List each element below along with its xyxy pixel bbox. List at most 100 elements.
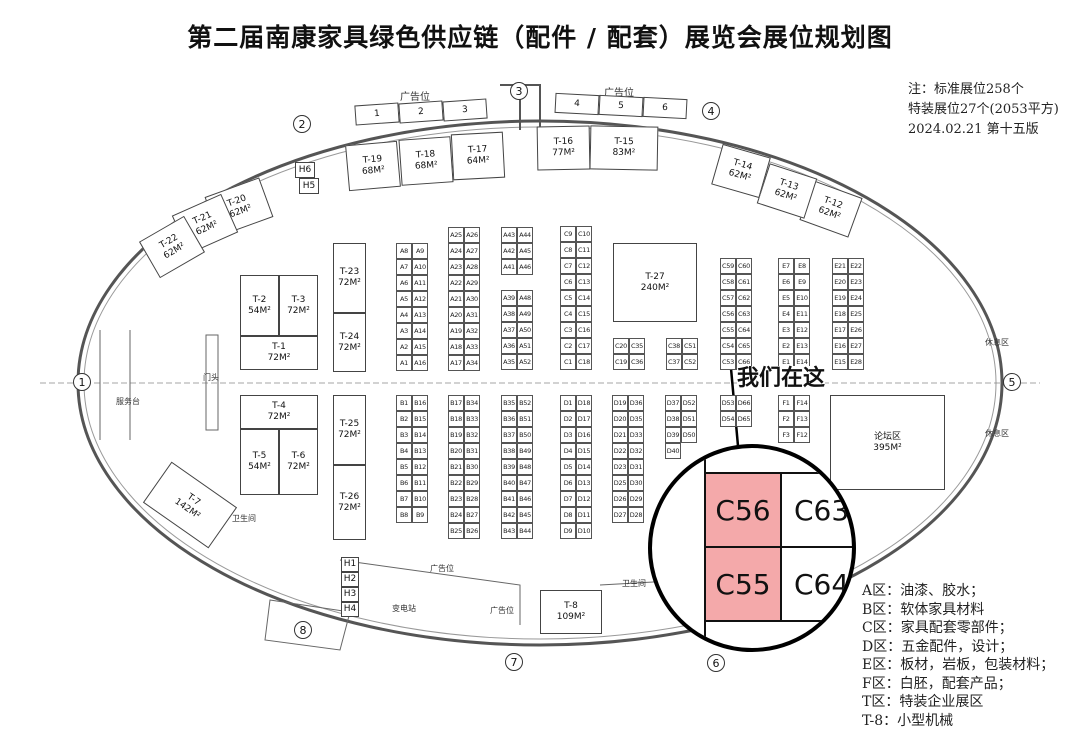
booth-c56-zoomed[interactable]: C56: [704, 472, 782, 548]
booth-a22[interactable]: A22: [448, 275, 464, 291]
booth-d31[interactable]: D31: [628, 459, 644, 475]
booth-e28[interactable]: E28: [848, 354, 864, 370]
booth-c1[interactable]: C1: [560, 354, 576, 370]
booth-d40[interactable]: D40: [665, 443, 681, 459]
booth-c53[interactable]: C53: [720, 354, 736, 370]
booth-c17[interactable]: C17: [576, 338, 592, 354]
booth-d9[interactable]: D9: [560, 523, 576, 539]
booth-d3[interactable]: D3: [560, 427, 576, 443]
booth-b38[interactable]: B38: [501, 443, 517, 459]
booth-d17[interactable]: D17: [576, 411, 592, 427]
booth-e13[interactable]: E13: [794, 338, 810, 354]
booth-c11[interactable]: C11: [576, 242, 592, 258]
booth-h2[interactable]: H2: [341, 572, 359, 587]
booth-c56[interactable]: C56: [720, 306, 736, 322]
booth-c55[interactable]: C55: [720, 322, 736, 338]
booth-a52[interactable]: A52: [517, 354, 533, 370]
booth-a48[interactable]: A48: [517, 290, 533, 306]
booth-a45[interactable]: A45: [517, 243, 533, 259]
booth-b45[interactable]: B45: [517, 507, 533, 523]
booth-d27[interactable]: D27: [612, 507, 628, 523]
booth-c64-zoomed[interactable]: C64: [780, 546, 852, 622]
booth-e22[interactable]: E22: [848, 258, 864, 274]
booth-a43[interactable]: A43: [501, 227, 517, 243]
booth-a3[interactable]: A3: [396, 323, 412, 339]
booth-b10[interactable]: B10: [412, 491, 428, 507]
booth-e7[interactable]: E7: [778, 258, 794, 274]
booth-a26[interactable]: A26: [464, 227, 480, 243]
booth-e11[interactable]: E11: [794, 306, 810, 322]
entrance-5-marker[interactable]: 5: [1003, 373, 1021, 391]
booth-d19[interactable]: D19: [612, 395, 628, 411]
booth-c15[interactable]: C15: [576, 306, 592, 322]
booth-b17[interactable]: B17: [448, 395, 464, 411]
booth-a31[interactable]: A31: [464, 307, 480, 323]
booth-h3[interactable]: H3: [341, 587, 359, 602]
booth-d50[interactable]: D50: [681, 427, 697, 443]
booth-e19[interactable]: E19: [832, 290, 848, 306]
booth-b19[interactable]: B19: [448, 427, 464, 443]
booth-c19[interactable]: C19: [613, 354, 629, 370]
booth-c7[interactable]: C7: [560, 258, 576, 274]
booth-f2[interactable]: F2: [778, 411, 794, 427]
booth-f3[interactable]: F3: [778, 427, 794, 443]
booth-b40[interactable]: B40: [501, 475, 517, 491]
booth-d22[interactable]: D22: [612, 443, 628, 459]
entrance-3-marker[interactable]: 3: [510, 82, 528, 100]
booth-a2[interactable]: A2: [396, 339, 412, 355]
booth-e10[interactable]: E10: [794, 290, 810, 306]
booth-e4[interactable]: E4: [778, 306, 794, 322]
booth-c60[interactable]: C60: [736, 258, 752, 274]
booth-e26[interactable]: E26: [848, 322, 864, 338]
booth-a25[interactable]: A25: [448, 227, 464, 243]
booth-b41[interactable]: B41: [501, 491, 517, 507]
booth-h4[interactable]: H4: [341, 602, 359, 617]
booth-e9[interactable]: E9: [794, 274, 810, 290]
booth-d29[interactable]: D29: [628, 491, 644, 507]
booth-d28[interactable]: D28: [628, 507, 644, 523]
booth-a23[interactable]: A23: [448, 259, 464, 275]
booth-b22[interactable]: B22: [448, 475, 464, 491]
booth-b18[interactable]: B18: [448, 411, 464, 427]
booth-a28[interactable]: A28: [464, 259, 480, 275]
booth-b8[interactable]: B8: [396, 507, 412, 523]
booth-h6[interactable]: H6: [295, 162, 315, 178]
booth-b52[interactable]: B52: [517, 395, 533, 411]
booth-c37[interactable]: C37: [666, 354, 682, 370]
booth-f1[interactable]: F1: [778, 395, 794, 411]
booth-d5[interactable]: D5: [560, 459, 576, 475]
booth-a44[interactable]: A44: [517, 227, 533, 243]
booth-b37[interactable]: B37: [501, 427, 517, 443]
booth-a35[interactable]: A35: [501, 354, 517, 370]
booth-e23[interactable]: E23: [848, 274, 864, 290]
booth-b32[interactable]: B32: [464, 427, 480, 443]
booth-e16[interactable]: E16: [832, 338, 848, 354]
booth-d51[interactable]: D51: [681, 411, 697, 427]
booth-b20[interactable]: B20: [448, 443, 464, 459]
booth-e20[interactable]: E20: [832, 274, 848, 290]
booth-d52[interactable]: D52: [681, 395, 697, 411]
booth-d16[interactable]: D16: [576, 427, 592, 443]
booth-b51[interactable]: B51: [517, 411, 533, 427]
booth-b39[interactable]: B39: [501, 459, 517, 475]
booth-d10[interactable]: D10: [576, 523, 592, 539]
booth-b25[interactable]: B25: [448, 523, 464, 539]
booth-e2[interactable]: E2: [778, 338, 794, 354]
entrance-6-marker[interactable]: 6: [707, 654, 725, 672]
booth-b23[interactable]: B23: [448, 491, 464, 507]
booth-b34[interactable]: B34: [464, 395, 480, 411]
booth-c61[interactable]: C61: [736, 274, 752, 290]
booth-d37[interactable]: D37: [665, 395, 681, 411]
booth-a19[interactable]: A19: [448, 323, 464, 339]
booth-b11[interactable]: B11: [412, 475, 428, 491]
